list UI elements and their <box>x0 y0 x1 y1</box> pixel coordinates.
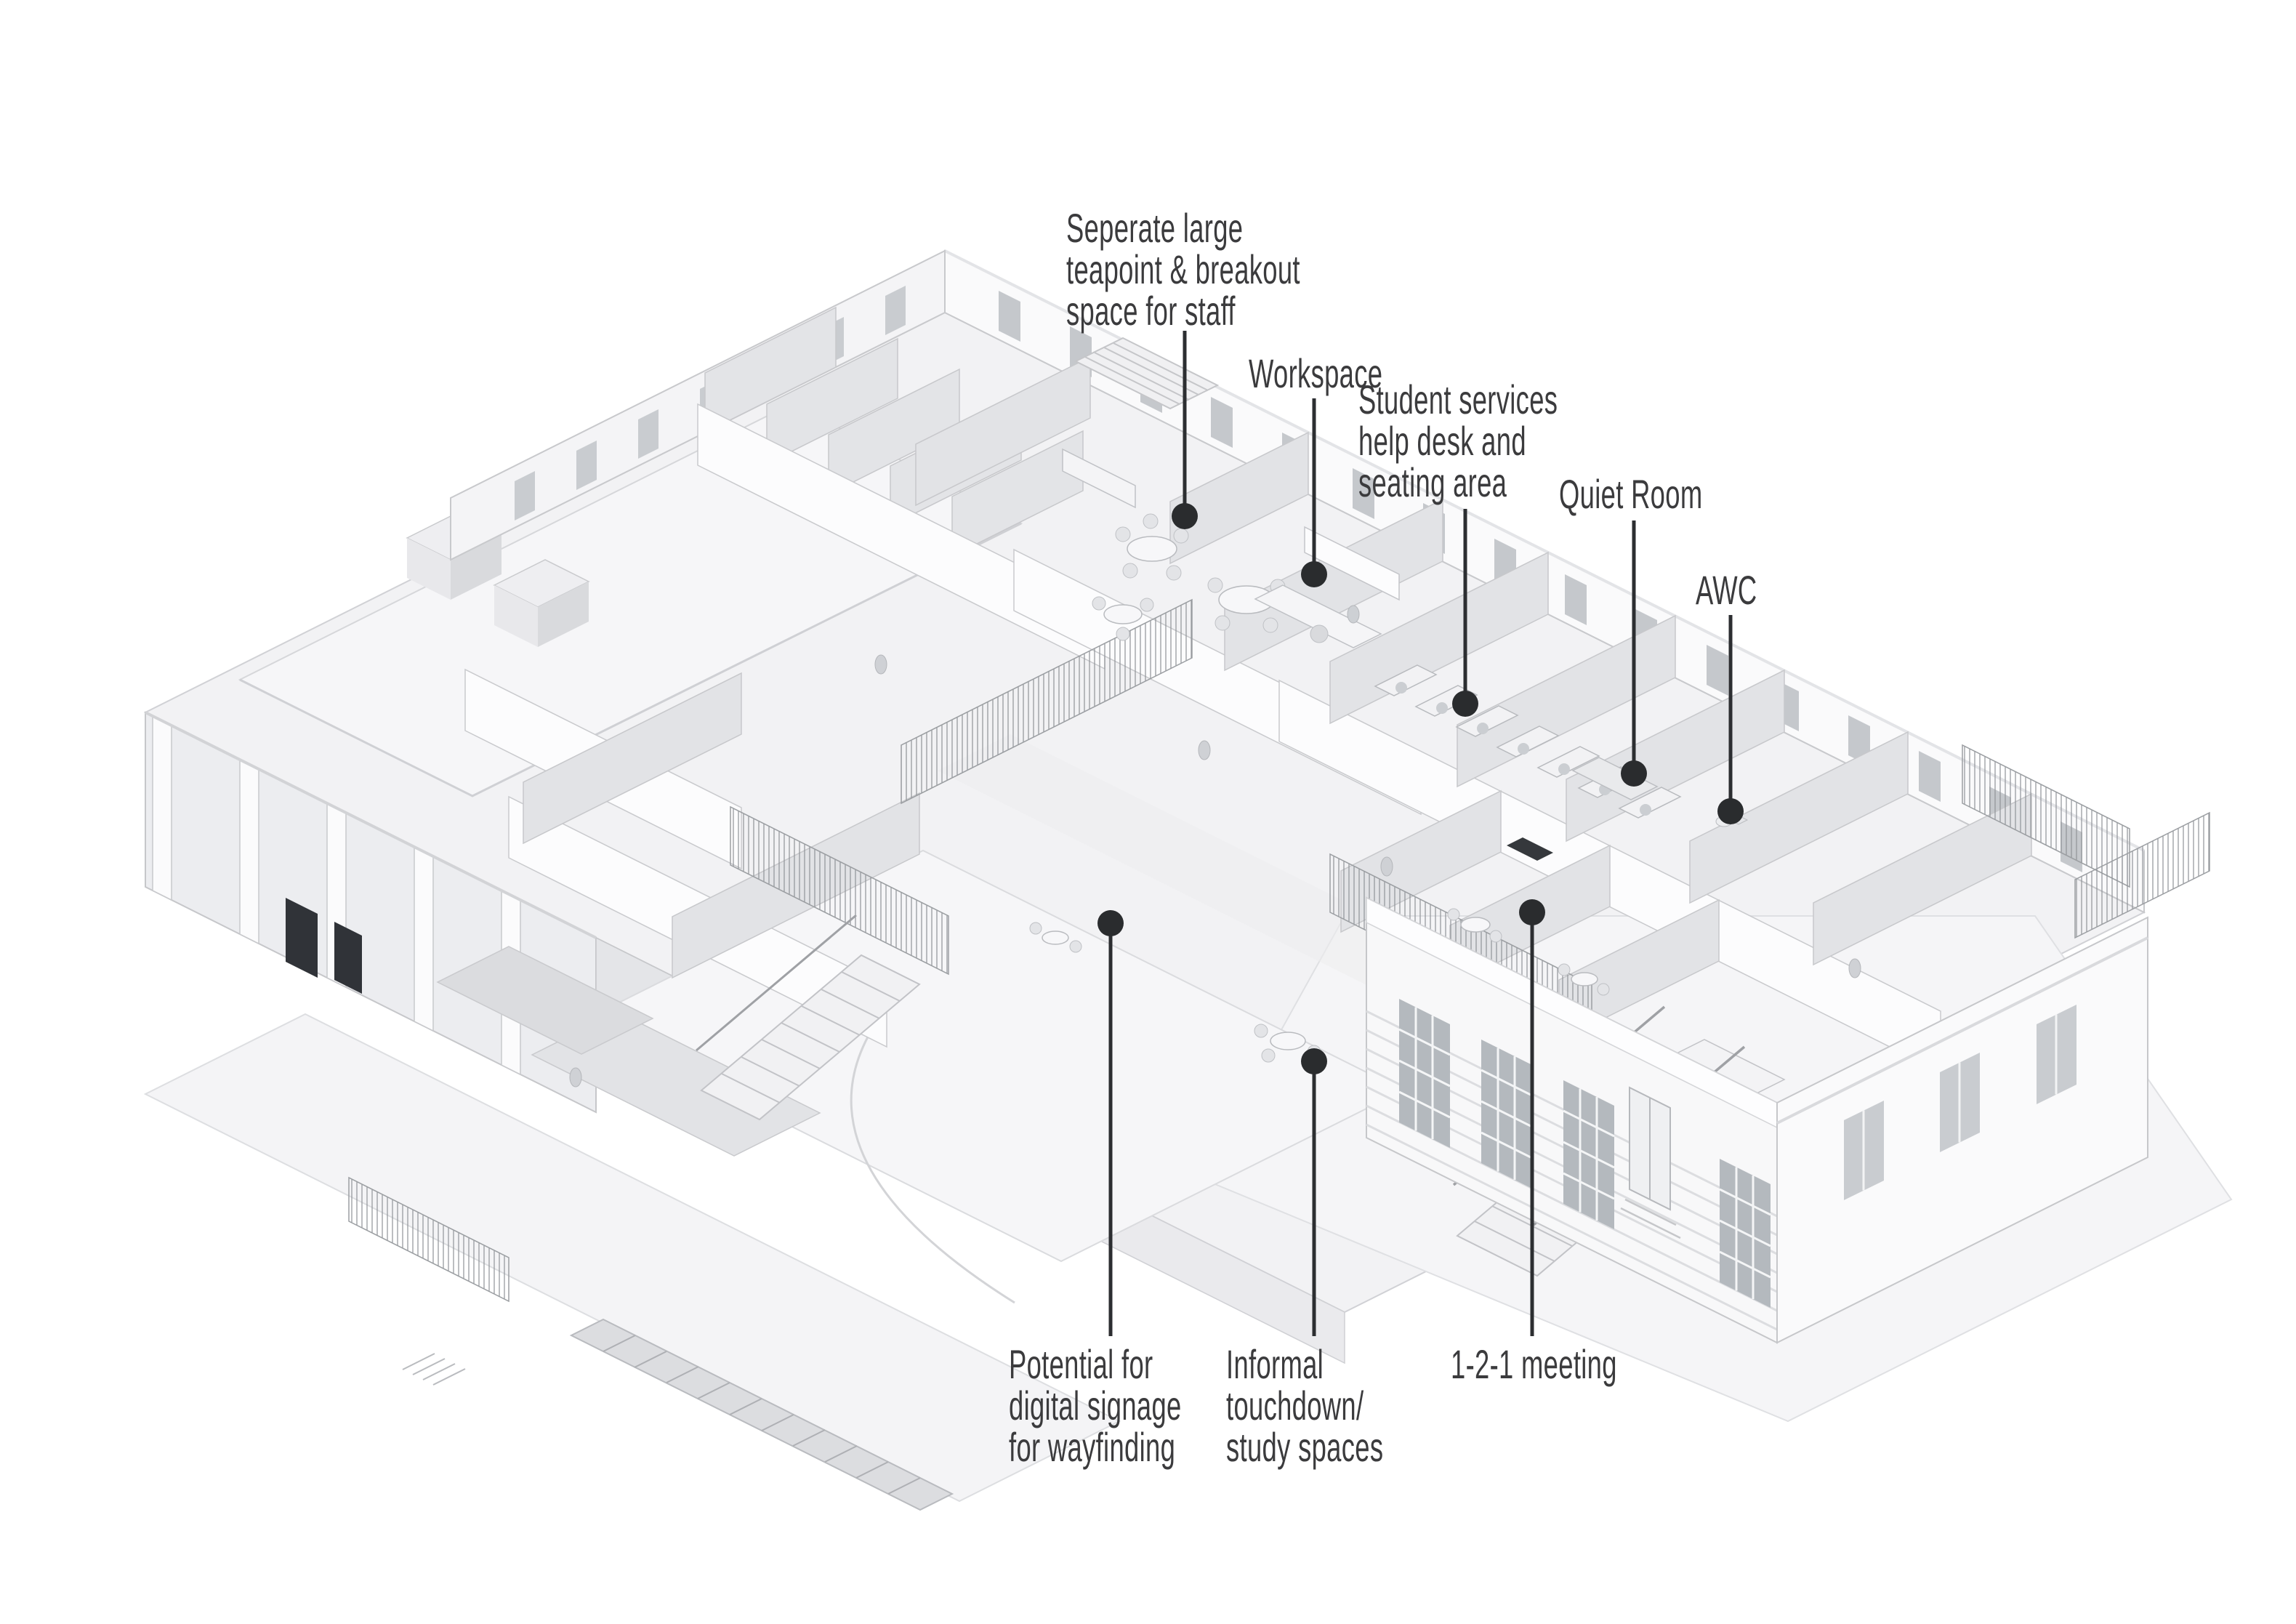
hall-stair <box>696 914 921 1121</box>
annotation-teapoint: Seperate large teapoint & breakout space… <box>1066 205 1300 334</box>
facade-south <box>1366 896 1778 1344</box>
leader-student-services-dot <box>1452 691 1478 717</box>
leader-workspace-dot <box>1301 561 1327 587</box>
annotation-quiet-room: Quiet Room <box>1559 471 1703 517</box>
annotation-workspace: Workspace <box>1249 350 1383 396</box>
meeting-tables <box>1447 908 1610 996</box>
furniture <box>569 448 1861 1088</box>
dark-window-opening <box>286 898 318 978</box>
workspace-furniture <box>1254 526 1400 648</box>
dark-door-opening <box>1507 837 1553 861</box>
gable-east <box>1776 916 2148 1344</box>
leader-quiet-room-dot <box>1621 760 1647 787</box>
people-figures <box>569 654 1861 1088</box>
leader-awc-dot <box>1717 798 1744 824</box>
leader-teapoint-dot <box>1172 503 1198 529</box>
annotation-awc: AWC <box>1696 567 1757 613</box>
teapoint-furniture <box>1062 448 1286 641</box>
annotation-one-to-one-meeting: 1-2-1 meeting <box>1451 1341 1617 1387</box>
dark-window-opening <box>334 922 362 994</box>
leader-digital-signage-dot <box>1097 910 1124 936</box>
leader-touchdown-dot <box>1301 1048 1327 1074</box>
roof-shaft <box>493 559 590 647</box>
annotation-informal-touchdown: Informal touchdown/ study spaces <box>1226 1341 1384 1470</box>
annotation-student-services: Student services help desk and seating a… <box>1358 377 1558 505</box>
annotation-digital-signage: Potential for digital signage for wayfin… <box>1009 1341 1182 1470</box>
annotation-leaders <box>1097 331 1744 1336</box>
facade-door <box>1620 1086 1681 1239</box>
leader-meeting-dot <box>1519 899 1545 925</box>
